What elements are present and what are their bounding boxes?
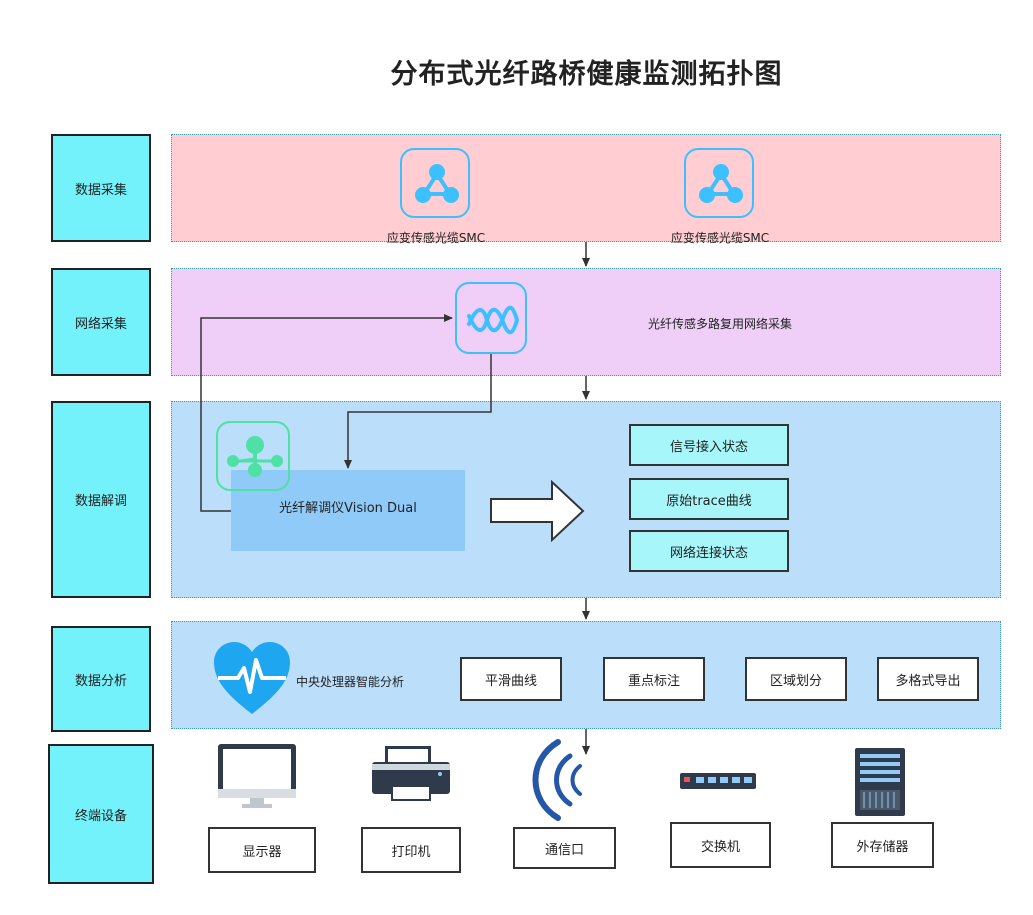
demodulator-icon bbox=[216, 421, 290, 491]
band-acquisition bbox=[171, 134, 1001, 242]
device-label: 外存储器 bbox=[856, 839, 909, 855]
function-label: 多格式导出 bbox=[895, 673, 961, 689]
analysis-label: 中央处理器智能分析 bbox=[295, 675, 404, 689]
device-box-monitor: 显示器 bbox=[208, 827, 316, 873]
status-label: 信号接入状态 bbox=[669, 439, 748, 455]
device-label: 显示器 bbox=[242, 844, 282, 860]
heart-pulse-icon bbox=[214, 642, 290, 714]
function-box-highlight: 重点标注 bbox=[603, 657, 705, 701]
sensor-label: 应变传感光缆SMC bbox=[670, 231, 770, 245]
network-label: 光纤传感多路复用网络采集 bbox=[647, 317, 792, 331]
device-box-switch: 交换机 bbox=[670, 822, 771, 868]
sensor-node-icon bbox=[684, 148, 754, 218]
layer-label-acquisition: 数据采集 bbox=[51, 134, 151, 242]
layer-label-network: 网络采集 bbox=[51, 268, 151, 376]
signal-icon bbox=[532, 739, 582, 821]
status-box-trace: 原始trace曲线 bbox=[629, 478, 789, 520]
function-label: 平滑曲线 bbox=[484, 673, 537, 689]
device-label: 打印机 bbox=[391, 844, 431, 860]
switch-icon bbox=[680, 773, 756, 789]
diagram-title-text: 分布式光纤路桥健康监测拓扑图 bbox=[390, 59, 783, 90]
sensor-network-icon bbox=[699, 164, 743, 203]
wave-icon bbox=[467, 305, 519, 335]
sensor-node-icon bbox=[400, 148, 470, 218]
layer-label-text: 网络采集 bbox=[74, 316, 127, 332]
storage-server-icon bbox=[855, 748, 905, 816]
layer-label-text: 数据采集 bbox=[74, 182, 127, 198]
function-label: 区域划分 bbox=[769, 673, 822, 689]
sensor-network-icon bbox=[415, 164, 459, 203]
layer-label-text: 数据分析 bbox=[74, 673, 127, 689]
layer-label-text: 终端设备 bbox=[74, 808, 127, 824]
device-label: 交换机 bbox=[700, 839, 740, 855]
status-label: 原始trace曲线 bbox=[666, 493, 752, 509]
status-box-signal: 信号接入状态 bbox=[629, 424, 789, 466]
band-network bbox=[171, 268, 1001, 376]
function-label: 重点标注 bbox=[627, 673, 680, 689]
device-box-printer: 打印机 bbox=[361, 827, 461, 873]
multiplexer-icon bbox=[455, 282, 527, 354]
function-box-export: 多格式导出 bbox=[877, 657, 979, 701]
sensor-label: 应变传感光缆SMC bbox=[386, 231, 486, 245]
diagram-title: 分布式光纤路桥健康监测拓扑图 bbox=[0, 52, 1033, 91]
status-box-network: 网络连接状态 bbox=[629, 530, 789, 572]
monitor-icon bbox=[218, 744, 296, 808]
layer-label-analysis: 数据分析 bbox=[51, 626, 151, 732]
layer-label-demodulation: 数据解调 bbox=[51, 401, 151, 598]
layer-label-terminal: 终端设备 bbox=[48, 744, 154, 884]
demodulator-label: 光纤解调仪Vision Dual bbox=[279, 501, 417, 516]
device-box-storage: 外存储器 bbox=[831, 822, 934, 868]
heart-monitor-icon bbox=[212, 640, 292, 716]
device-label: 通信口 bbox=[544, 842, 584, 858]
printer-icon bbox=[372, 746, 450, 801]
band-analysis bbox=[171, 621, 1001, 729]
layer-label-text: 数据解调 bbox=[74, 494, 127, 509]
device-box-comm-port: 通信口 bbox=[513, 827, 616, 869]
function-box-smooth: 平滑曲线 bbox=[460, 657, 562, 701]
hub-network-icon bbox=[227, 436, 283, 477]
status-label: 网络连接状态 bbox=[669, 545, 748, 561]
function-box-region: 区域划分 bbox=[745, 657, 847, 701]
